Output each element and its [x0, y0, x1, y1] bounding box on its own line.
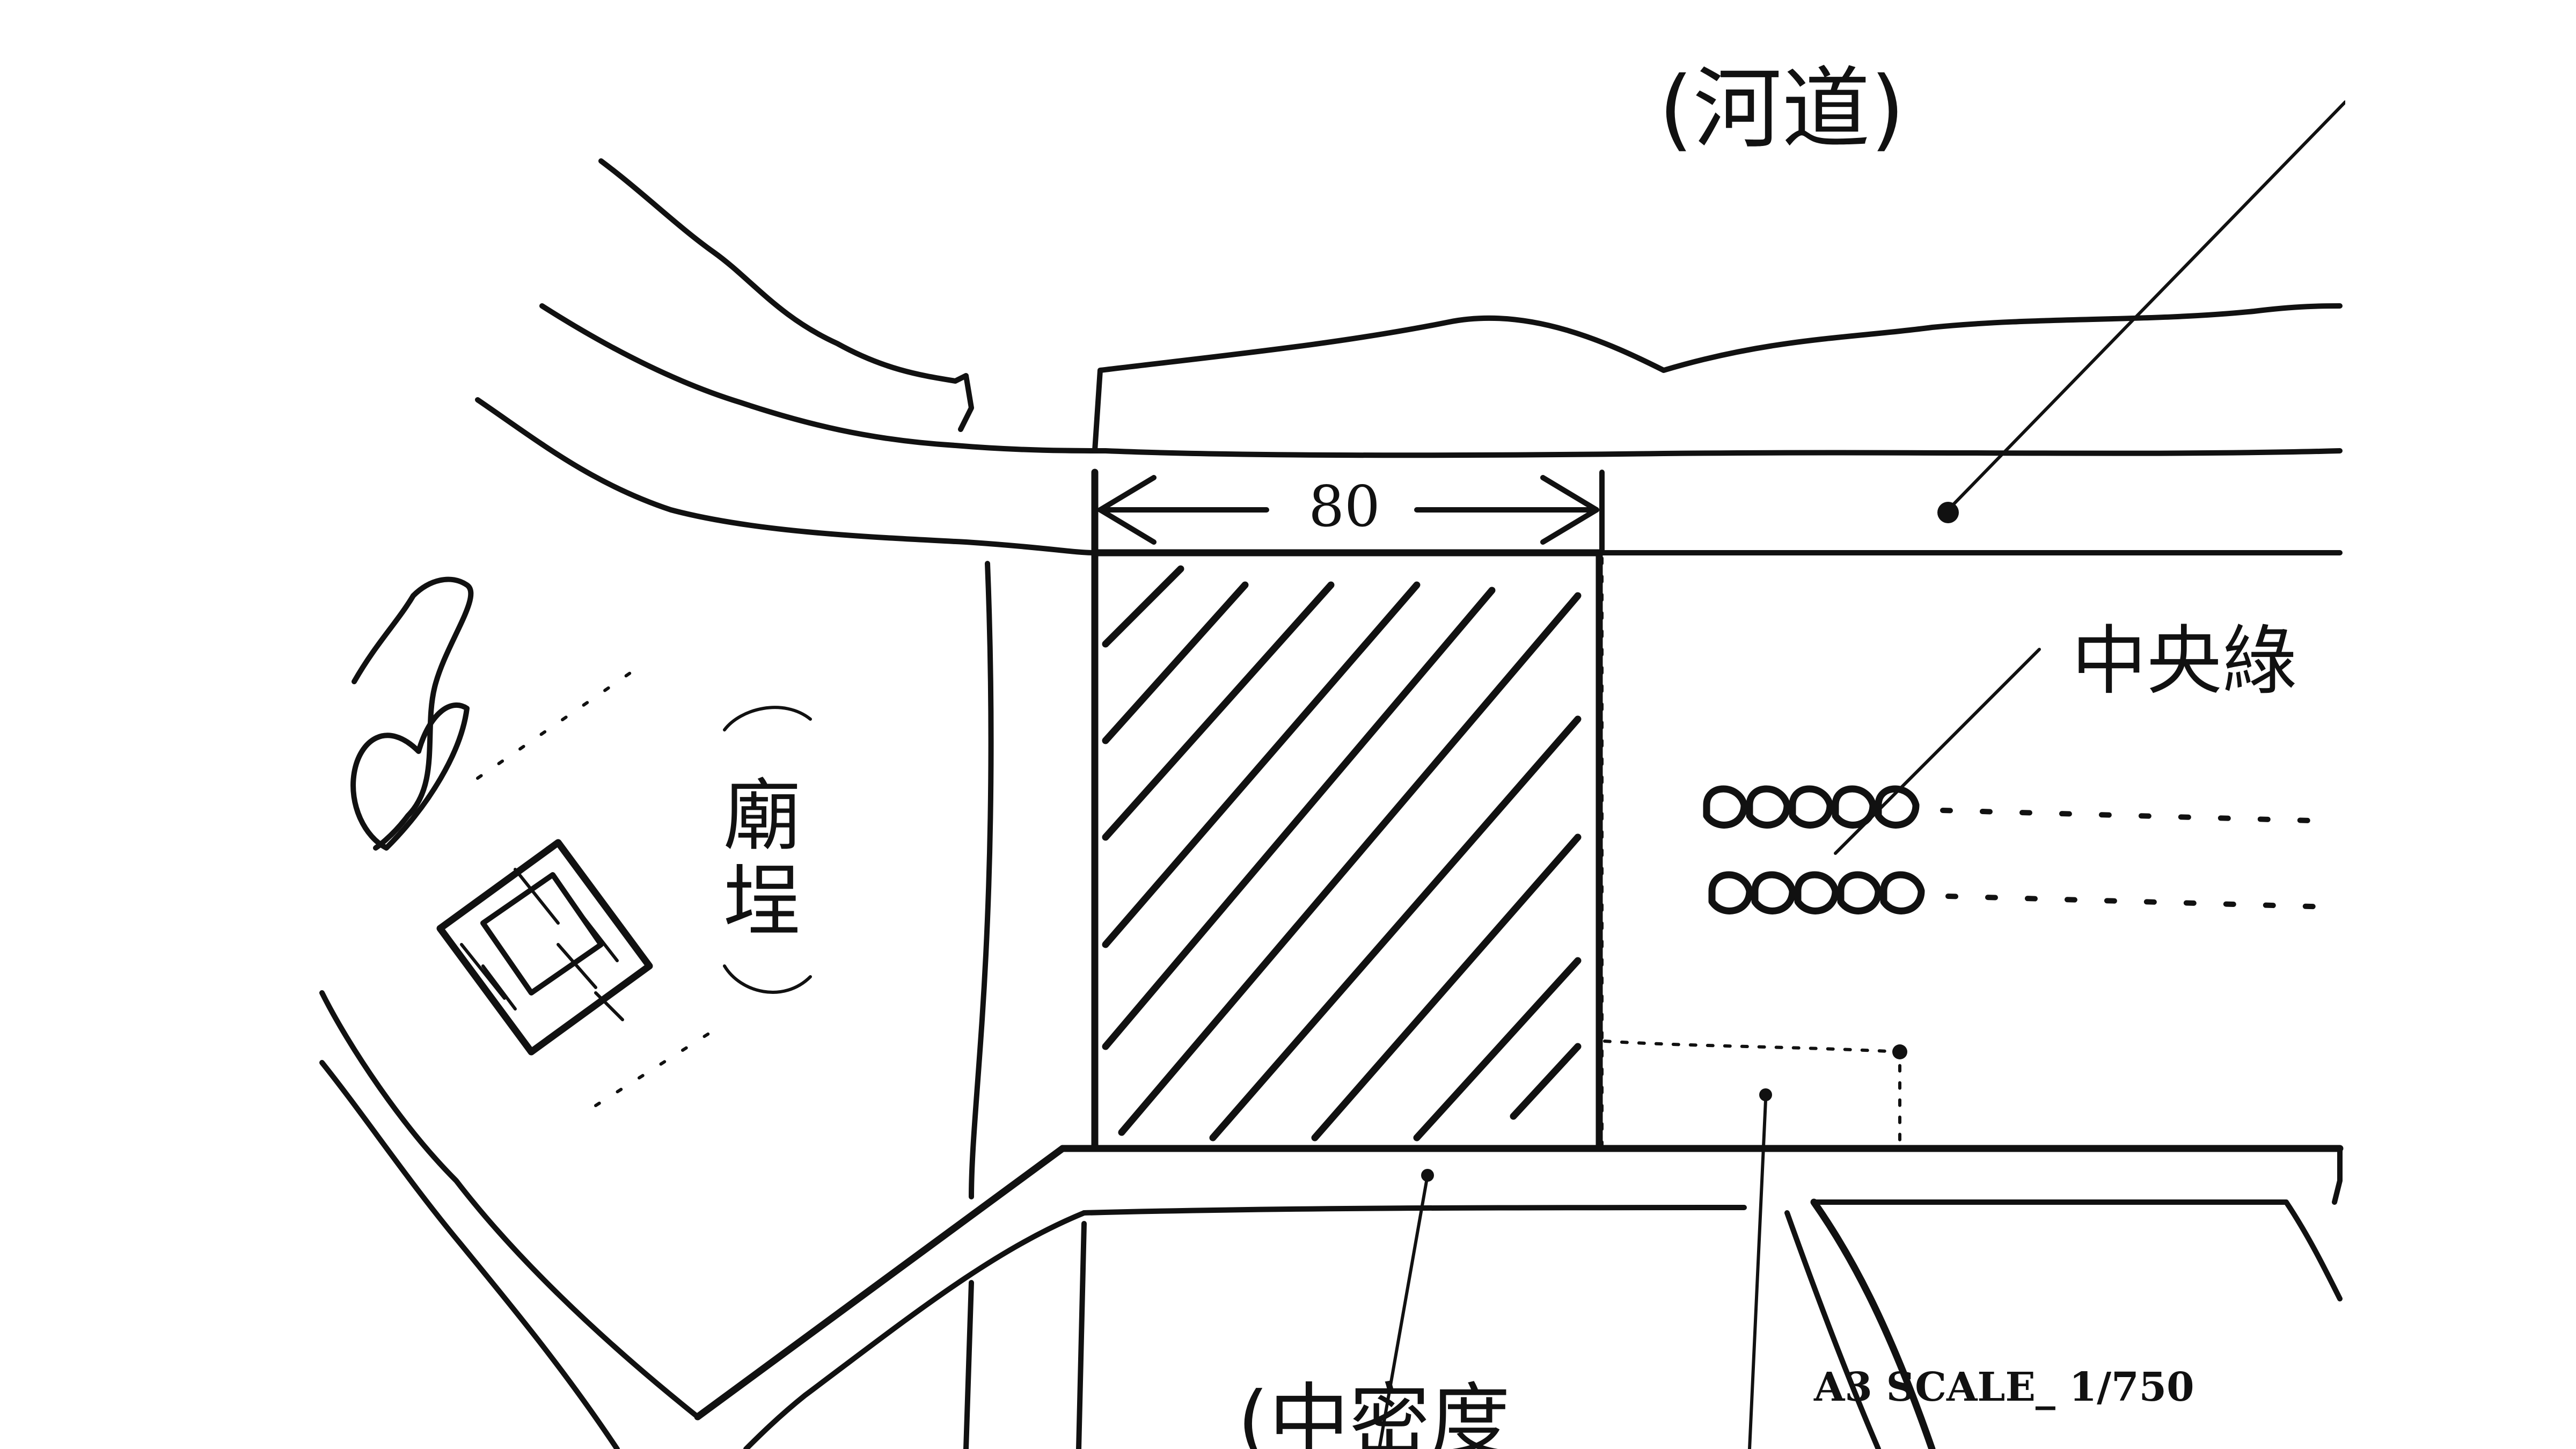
tree-row-upper — [1703, 785, 2332, 829]
river-banks — [475, 158, 2343, 555]
road-diagonal-inner — [743, 1210, 1087, 1449]
dimension-arrow-left — [1097, 475, 1157, 545]
river-bank-middle — [539, 303, 2343, 458]
road-below-site — [694, 1145, 2344, 1449]
left-margin — [0, 0, 317, 1449]
tree-row-lower — [1708, 871, 2332, 914]
dimension-80: 80 — [1092, 470, 1605, 555]
bottom-partial-label: (中密度 — [1238, 1375, 1511, 1449]
temple-square-paren-top — [723, 706, 812, 731]
dotted-zone — [1603, 1040, 1907, 1145]
river-leader — [1937, 100, 2347, 523]
temple-path-upper — [352, 576, 474, 851]
river-bank-upper-right — [1092, 303, 2343, 453]
dotted-zone-dot — [1759, 1088, 1772, 1101]
central-green-trees — [1703, 648, 2332, 914]
temple-square-paren-bottom — [723, 964, 812, 994]
road-vertical-left — [969, 561, 994, 1199]
road-right-edge — [1811, 1199, 2343, 1301]
road-vertical-lower-block — [1076, 1221, 1087, 1449]
road-left-curve-outer — [319, 990, 700, 1419]
scale-label: A3 SCALE_ 1/750 — [1813, 1364, 2194, 1410]
river-leader-line — [1946, 100, 2347, 511]
temple-square-char-2: 埕 — [723, 857, 801, 947]
river-bank-upper — [598, 158, 974, 432]
site-hatching — [1102, 565, 1582, 1141]
river-leader-dot — [1937, 502, 1959, 523]
road-edge-lower — [1081, 1205, 1747, 1216]
right-margin — [2345, 0, 2576, 1449]
central-green-leader — [1834, 648, 2041, 855]
road-diagonal-outer — [694, 1145, 1066, 1421]
dotted-zone-corner — [1892, 1044, 1907, 1059]
river-bank-lower — [475, 397, 1097, 555]
temple-square-char-1: 廟 — [723, 771, 801, 861]
road-right-corner — [2332, 1146, 2343, 1205]
dimension-value: 80 — [1308, 474, 1380, 539]
road-vertical-lower-left — [963, 1280, 974, 1449]
temple-area — [319, 576, 715, 1449]
leader-dot-bottom-left — [1421, 1169, 1434, 1182]
temple-wing-outline — [350, 702, 470, 851]
leader-line-bottom-right — [1748, 1099, 1767, 1449]
dotted-zone-outline — [1603, 1040, 1901, 1145]
central-green-label: 中央綠 — [2072, 618, 2297, 705]
road-left-curve-inner — [319, 1060, 620, 1449]
dimension-arrow-right — [1540, 475, 1599, 545]
leader-line-bottom-left — [1378, 1174, 1429, 1449]
river-label: (河道) — [1659, 57, 1905, 160]
temple-square-label: 廟 埕 — [723, 706, 812, 994]
road-right-fork-a — [1810, 1198, 1936, 1449]
road-right-fork-b — [1784, 1210, 1881, 1449]
temple-axis-upper — [476, 669, 635, 780]
temple-building — [436, 839, 653, 1056]
